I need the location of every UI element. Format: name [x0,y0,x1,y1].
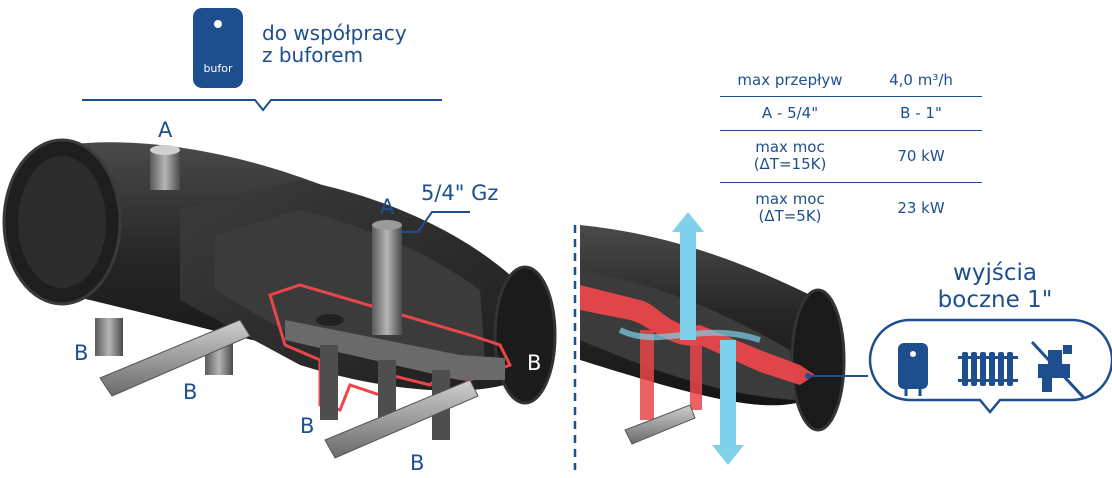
buffer-tank-icon [193,8,243,88]
cold-flow-arrow-up [672,212,704,340]
radiator-icon [958,352,1018,386]
label-b-left-1: B [74,341,89,365]
buffer-caption: do współpracy z buforem [262,22,407,66]
spec-row: max moc (ΔT=5K) 23 kW [720,182,982,234]
side-outlets-title: wyjścia boczne 1" [900,260,1090,314]
spec-row: max przepływ 4,0 m³/h [720,66,982,96]
label-b-end: B [527,351,542,375]
spec-label: max moc (ΔT=5K) [720,182,860,234]
flow-cross-section [580,212,868,465]
spec-row: A - 5/4" B - 1" [720,96,982,130]
crossed-valve-icon [1030,340,1086,400]
side-outlets-title-line1: wyjścia [953,260,1037,286]
spec-label: max przepływ [737,71,843,90]
label-b-left-2: B [183,380,198,404]
label-a-top: A [158,118,173,142]
spec-value: 4,0 m³/h [889,71,953,90]
buffer-caption-line1: do współpracy [262,21,407,45]
spec-label: max moc (ΔT=15K) [720,130,860,182]
spec-row: max moc (ΔT=15K) 70 kW [720,130,982,182]
spec-label-line2: (ΔT=15K) [753,155,827,173]
spec-value: 23 kW [897,198,945,217]
spec-label-line1: max moc [755,190,825,209]
spec-value: 70 kW [897,146,945,165]
buffer-tank-label: bufor [203,62,233,75]
label-b-bottom-1: B [300,414,315,438]
thread-size-label: 5/4" Gz [421,181,499,205]
spec-label-line1: max moc [755,138,825,156]
label-b-bottom-2: B [410,451,425,475]
buffer-caption-line2: z buforem [262,43,364,67]
label-a-inner: A [380,195,395,219]
cold-flow-arrow-down [712,340,744,465]
spec-label: A - 5/4" [761,103,819,122]
spec-table: max przepływ 4,0 m³/h A - 5/4" B - 1" ma… [720,66,982,234]
water-heater-icon [898,343,928,396]
spec-label-line2: (ΔT=5K) [758,207,822,226]
bracket-divider [82,99,442,112]
spec-value: B - 1" [900,103,942,122]
side-outlets-title-line2: boczne 1" [937,287,1053,313]
insulated-distributor-left [2,138,557,459]
